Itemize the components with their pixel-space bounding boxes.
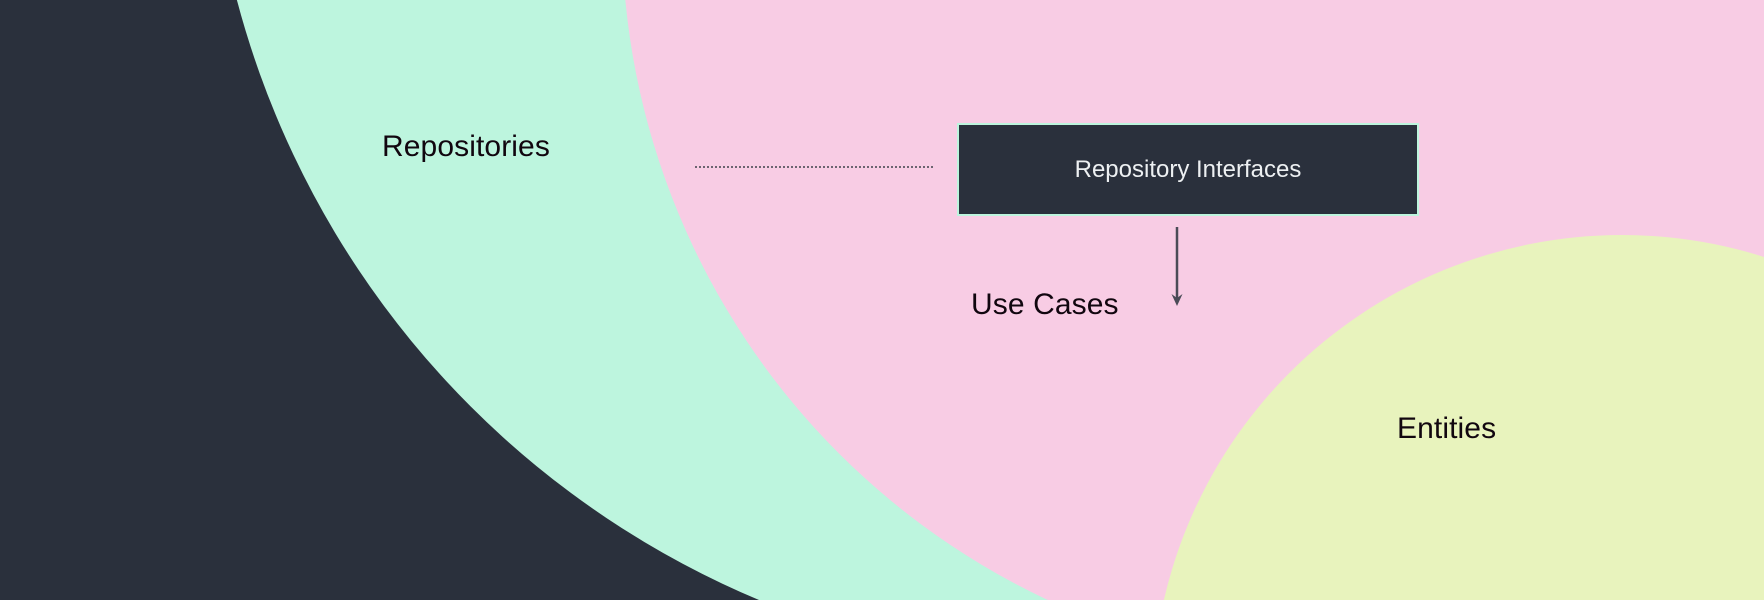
repository-interfaces-label: Repository Interfaces: [1074, 155, 1302, 183]
layer-label-repositories: Repositories: [382, 130, 550, 163]
connector-repositories-to-interfaces: [695, 166, 933, 168]
layer-label-entities: Entities: [1397, 412, 1497, 445]
arrow-down-icon: [1171, 227, 1183, 306]
repository-interfaces-node[interactable]: Repository Interfaces: [957, 123, 1419, 216]
layer-label-use-cases: Use Cases: [971, 288, 1119, 321]
